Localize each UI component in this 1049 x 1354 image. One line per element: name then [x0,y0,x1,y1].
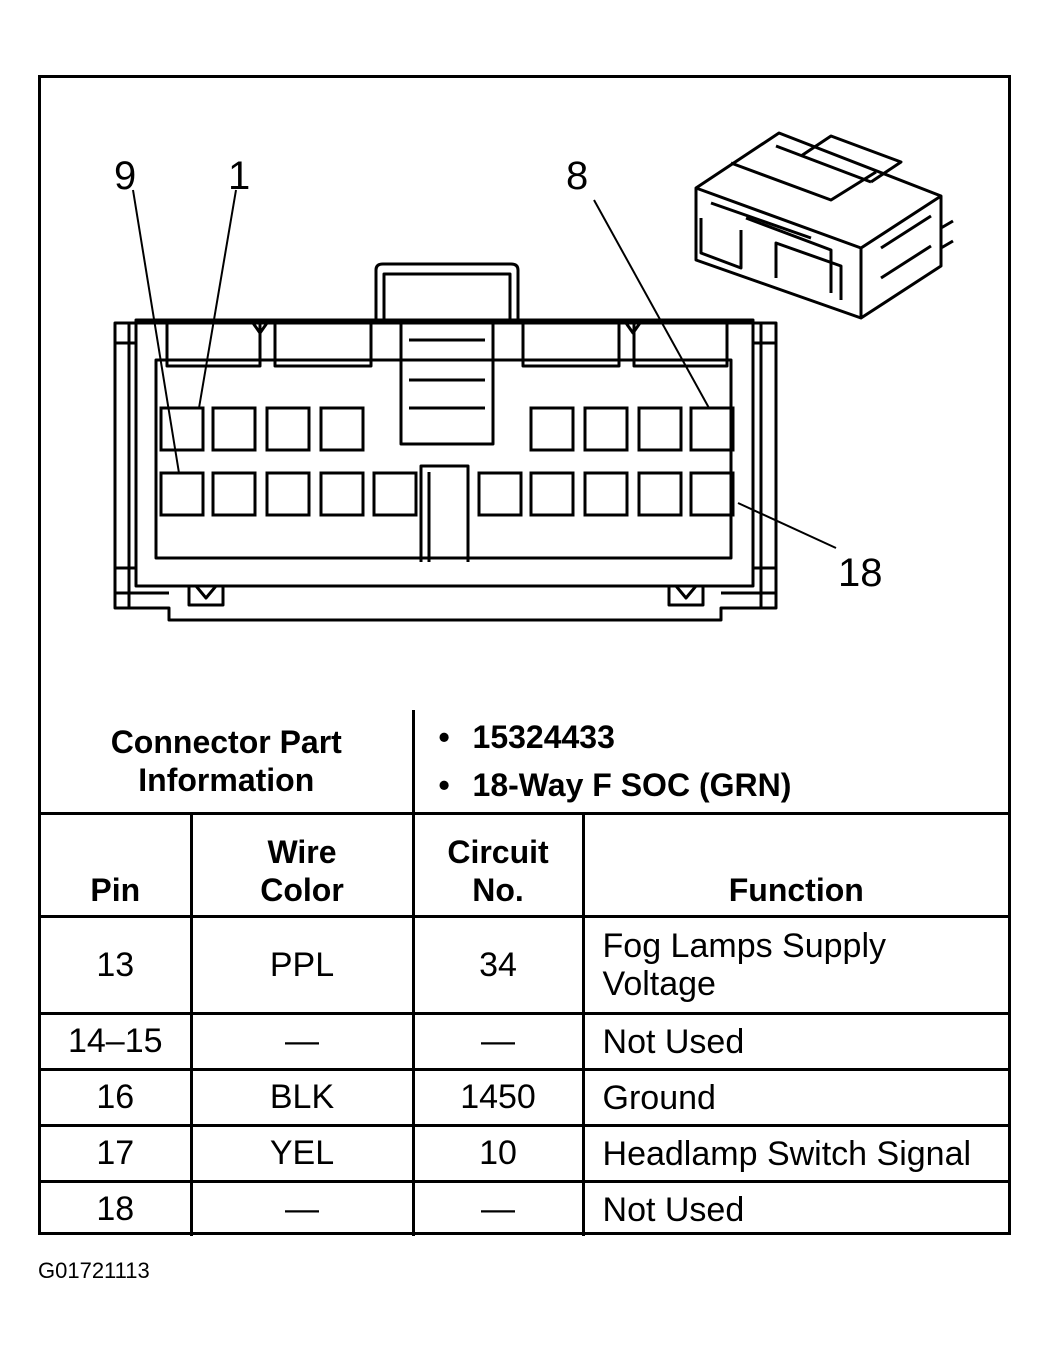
function-cell: Ground [581,1068,1009,1127]
circuit-cell: 10 [411,1124,585,1183]
terminal-cavity [265,471,311,517]
function-cell: Headlamp Switch Signal [581,1124,1009,1183]
pin-cell: 17 [41,1124,193,1183]
terminal-cavity [319,406,365,452]
terminal-cavity [265,406,311,452]
leader-pin1 [198,189,237,409]
terminal-cavity [529,406,575,452]
leader-pin9 [132,189,180,474]
terminal-cavity [159,406,205,452]
terminal-cavity [477,471,523,517]
terminal-cavity [319,471,365,517]
connector-part-heading-line2: Information [138,762,315,798]
terminal-cavity [159,471,205,517]
terminal-cavity [211,471,257,517]
callout-pin-8: 8 [566,154,589,198]
callout-pin-1: 1 [228,154,251,198]
pin-cell: 14–15 [41,1012,193,1071]
terminal-cavity [689,471,735,517]
circuit-cell: 1450 [411,1068,585,1127]
part-number: •15324433 [438,719,615,755]
circuit-cell: — [411,1180,585,1236]
connector-latch-inner [382,272,512,320]
table-row: 14–15 — — Not Used [41,1012,1009,1071]
terminal-cavity [529,471,575,517]
terminal-cavity [689,406,735,452]
function-cell: Not Used [581,1012,1009,1071]
table-row: 16 BLK 1450 Ground [41,1068,1009,1127]
connector-pinout-table: Connector Part Information •15324433 •18… [41,710,1009,1236]
pin-cell: 18 [41,1180,193,1236]
connector-face-drawing [113,131,954,622]
wire-color-cell: BLK [189,1068,415,1127]
connector-latch-stem [399,320,495,446]
wire-color-cell: — [189,1180,415,1236]
terminal-cavity [583,471,629,517]
latch-tab-left [187,586,225,607]
connector-inner-body [134,318,755,588]
connector-latch [374,262,520,320]
table-row: 18 — — Not Used [41,1180,1009,1236]
col-header-function: Function [581,812,1009,918]
callout-pin-9: 9 [114,154,137,198]
connector-outer-body [113,321,778,622]
circuit-cell: — [411,1012,585,1071]
connector-part-heading-line1: Connector Part [110,724,342,760]
connector-part-heading: Connector Part Information [41,710,415,815]
connector-isometric-sketch [694,131,954,320]
function-cell: Not Used [581,1180,1009,1236]
wire-color-cell: PPL [189,915,415,1015]
terminal-cavity [637,406,683,452]
leader-pin8 [593,199,710,409]
terminal-cavity [637,471,683,517]
connector-type: •18-Way F SOC (GRN) [438,767,792,803]
callout-pin-18: 18 [838,551,883,595]
connector-diagram-frame: 9 1 8 18 Connector Part Information •153… [38,75,1011,1236]
connector-inner-frame [154,358,733,560]
connector-part-details: •15324433 •18-Way F SOC (GRN) [411,710,1009,815]
table-row: 17 YEL 10 Headlamp Switch Signal [41,1124,1009,1183]
wire-color-cell: YEL [189,1124,415,1183]
wire-color-cell: — [189,1012,415,1071]
figure-id: G01721113 [38,1258,150,1283]
circuit-cell: 34 [411,915,585,1015]
pin-cell: 13 [41,915,193,1015]
leader-pin18 [737,502,837,549]
connector-part-row: Connector Part Information •15324433 •18… [41,710,1009,815]
pin-cell: 16 [41,1068,193,1127]
col-header-pin: Pin [41,812,193,918]
latch-tab-right [667,586,705,607]
center-key [419,464,470,562]
terminal-cavity [372,471,418,517]
terminal-cavity [583,406,629,452]
terminal-cavity [211,406,257,452]
